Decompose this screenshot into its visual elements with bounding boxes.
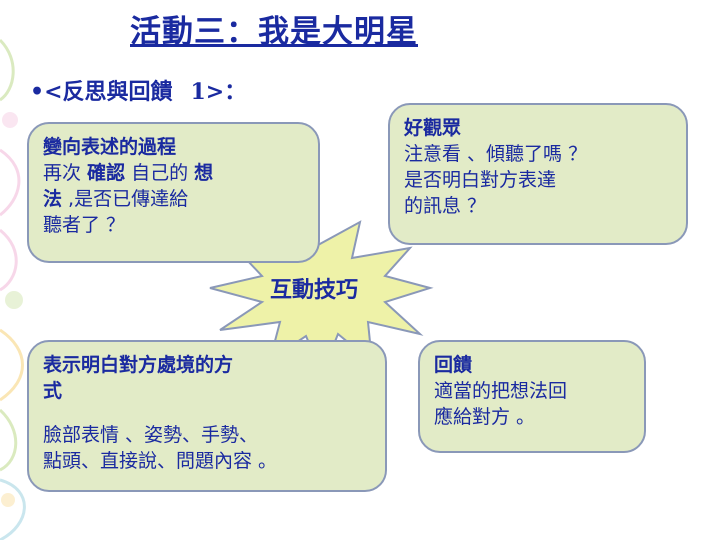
callout-line: 再次 確認 自己的 想 xyxy=(43,160,304,186)
bold-text: 法 xyxy=(43,188,63,210)
callout-line: 臉部表情 、姿勢、手勢、 xyxy=(43,424,259,446)
callout-heading: 表示明白對方處境的方 xyxy=(43,354,234,376)
callout-feedback: 回饋 適當的把想法回 應給對方 。 xyxy=(418,340,646,453)
text-span: 自己的 xyxy=(125,162,195,184)
spacer xyxy=(43,404,371,422)
center-burst-label: 互動技巧 xyxy=(270,278,359,303)
callout-line: 點頭、直接說、問題內容 。 xyxy=(43,450,278,472)
callout-line: 法 ,是否已傳達給 xyxy=(43,186,304,212)
callout-heading: 變向表述的過程 xyxy=(43,136,177,158)
callout-good-audience: 好觀眾 注意看 、傾聽了嗎 ？ 是否明白對方表達 的訊息 ？ xyxy=(388,103,688,245)
slide-subtitle: •<反思與回饋 1>： xyxy=(30,74,246,106)
slide-title: 活動三：我是大明星 xyxy=(130,14,418,50)
callout-heading: 回饋 xyxy=(434,354,473,376)
subtitle-prefix: <反思與回饋 xyxy=(44,79,173,105)
callout-heading: 好觀眾 xyxy=(404,117,462,139)
text-span: 再次 xyxy=(43,162,88,184)
bold-text: 確認 xyxy=(87,162,126,184)
callout-line: 應給對方 。 xyxy=(434,406,536,428)
callout-line: 聽者了 ？ xyxy=(43,214,126,236)
text-span: ,是否已傳達給 xyxy=(62,188,189,210)
callout-show-understanding: 表示明白對方處境的方 式 臉部表情 、姿勢、手勢、 點頭、直接說、問題內容 。 xyxy=(27,340,387,492)
callout-restate-process: 變向表述的過程 再次 確認 自己的 想 法 ,是否已傳達給 聽者了 ？ xyxy=(27,122,320,263)
subtitle-number: 1>： xyxy=(190,79,247,105)
callout-line: 適當的把想法回 xyxy=(434,380,568,402)
callout-line: 是否明白對方表達 xyxy=(404,169,557,191)
callout-heading: 式 xyxy=(43,380,63,402)
bullet-dot: • xyxy=(30,79,45,105)
bold-text: 想 xyxy=(194,162,214,184)
callout-line: 注意看 、傾聽了嗎 ？ xyxy=(404,143,588,165)
callout-line: 的訊息 ？ xyxy=(404,195,487,217)
